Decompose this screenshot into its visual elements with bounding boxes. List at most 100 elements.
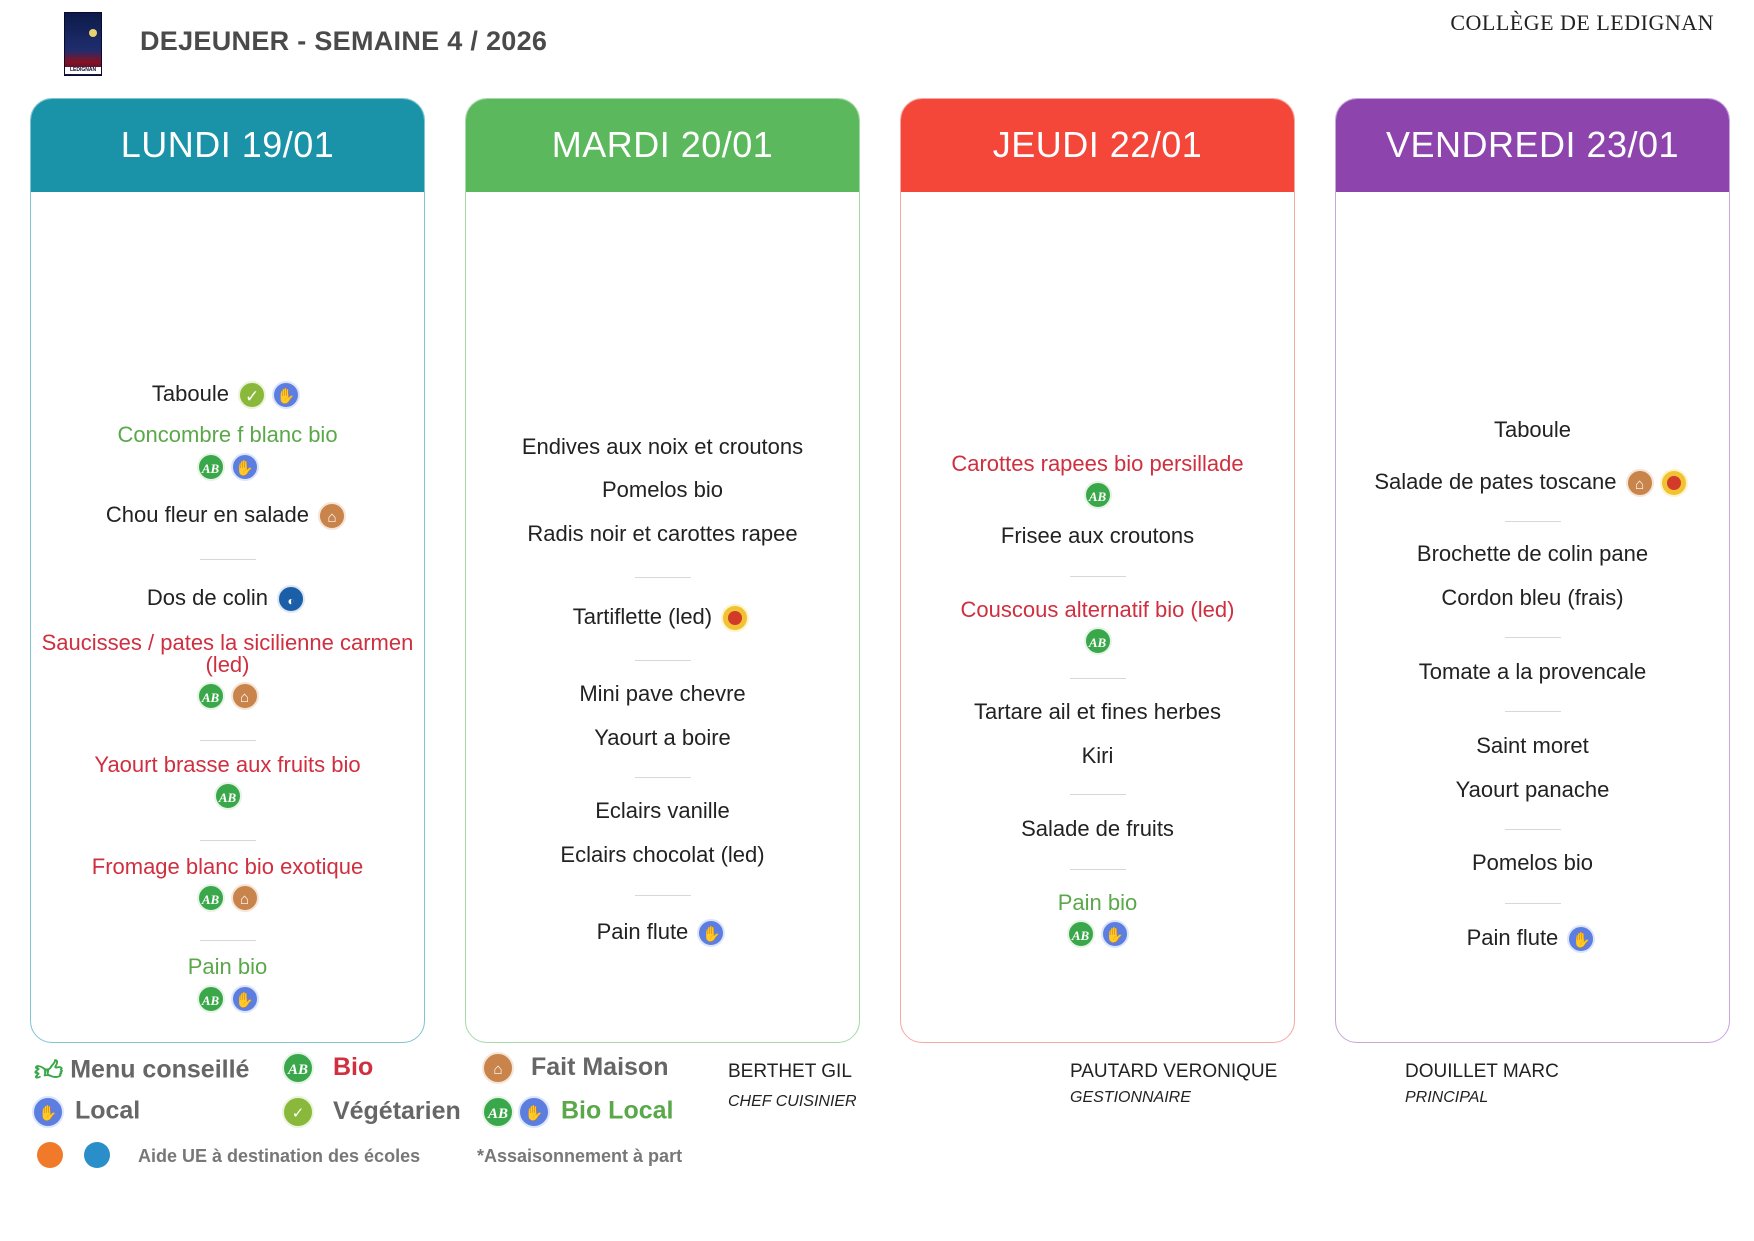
label-icons: AB⌂ bbox=[31, 884, 424, 914]
handshake-local-icon: ✋ bbox=[230, 453, 259, 481]
ab-bio-icon: AB bbox=[1083, 481, 1112, 509]
signature-role: PRINCIPAL bbox=[1405, 1089, 1489, 1106]
menu-item: Yaourt brasse aux fruits bio bbox=[94, 752, 361, 777]
thumbs-up-icon: 👍︎ bbox=[34, 1055, 64, 1086]
menu-item: Kiri bbox=[1081, 743, 1114, 768]
label-icons: AB✋ bbox=[31, 453, 424, 483]
day-card-vendredi: VENDREDI 23/01 Taboule Salade de pates t… bbox=[1335, 98, 1730, 1043]
menu-item: Yaourt a boire bbox=[594, 725, 731, 750]
signature-role: GESTIONNAIRE bbox=[1070, 1089, 1191, 1106]
separator bbox=[1069, 794, 1126, 795]
leaf-icon: ✓ bbox=[238, 381, 267, 409]
menu-item: Saucisses / pates la sicilienne carmen bbox=[41, 630, 414, 655]
menu-item: Pain flute ✋ bbox=[476, 919, 849, 947]
label-icons: AB bbox=[31, 782, 424, 812]
separator bbox=[1069, 576, 1126, 577]
menu-item: Couscous alternatif bio (led) bbox=[960, 597, 1235, 622]
handshake-local-icon: ✋ bbox=[1567, 925, 1596, 953]
house-icon: ⌂ bbox=[318, 502, 347, 530]
handshake-local-icon: ✋ bbox=[32, 1096, 64, 1128]
menu-item: Salade de fruits bbox=[1021, 816, 1174, 841]
menu-item: Pomelos bio bbox=[601, 477, 724, 502]
legend-local: ✋ Local bbox=[32, 1096, 140, 1128]
ab-bio-icon: AB bbox=[196, 884, 225, 912]
ab-bio-icon: AB bbox=[282, 1052, 314, 1084]
label-icons: AB bbox=[901, 627, 1294, 657]
day-card-lundi: LUNDI 19/01 Taboule ✓✋ Concombre f blanc… bbox=[30, 98, 425, 1043]
signature-name: DOUILLET MARC bbox=[1405, 1061, 1559, 1082]
ab-bio-icon: AB bbox=[213, 782, 242, 810]
menu-item: Cordon bleu (frais) bbox=[1441, 585, 1624, 610]
handshake-local-icon: ✋ bbox=[1100, 920, 1129, 948]
day-header: VENDREDI 23/01 bbox=[1336, 99, 1729, 192]
menu-item: Tartiflette (led) bbox=[476, 604, 849, 632]
separator bbox=[634, 777, 691, 778]
logo-moon bbox=[89, 29, 97, 37]
menu-item: Saint moret bbox=[1476, 733, 1589, 758]
house-icon: ⌂ bbox=[230, 884, 259, 912]
ab-bio-icon: AB bbox=[482, 1096, 514, 1128]
house-icon: ⌂ bbox=[230, 682, 259, 710]
menu-item: Taboule bbox=[1493, 417, 1572, 442]
ab-bio-icon: AB bbox=[196, 453, 225, 481]
label-icons: AB bbox=[901, 481, 1294, 511]
label-icons: AB⌂ bbox=[31, 682, 424, 712]
separator bbox=[199, 740, 256, 741]
ab-bio-icon: AB bbox=[196, 682, 225, 710]
separator bbox=[199, 559, 256, 560]
separator bbox=[1069, 869, 1126, 870]
aide-ue-note: Aide UE à destination des écoles bbox=[138, 1146, 421, 1166]
aop-label-icon bbox=[1659, 469, 1688, 497]
separator bbox=[634, 577, 691, 578]
menu-item: Pain bio bbox=[1057, 890, 1138, 915]
menu-item: Carottes rapees bio persillade bbox=[951, 451, 1244, 476]
label-icons: AB✋ bbox=[901, 920, 1294, 950]
ab-bio-icon: AB bbox=[196, 985, 225, 1013]
house-icon: ⌂ bbox=[482, 1052, 514, 1084]
signature-name: BERTHET GIL bbox=[728, 1061, 852, 1082]
menu-item: Eclairs chocolat (led) bbox=[560, 842, 765, 867]
day-card-mardi: MARDI 20/01 Endives aux noix et croutons… bbox=[465, 98, 860, 1043]
day-header: LUNDI 19/01 bbox=[31, 99, 424, 192]
legend-bio-local: AB✋ Bio Local bbox=[482, 1096, 673, 1128]
menu-item: Pain flute ✋ bbox=[1346, 925, 1719, 953]
signature-name: PAUTARD VERONIQUE bbox=[1070, 1061, 1278, 1082]
legend-bio: AB Bio bbox=[282, 1052, 373, 1084]
legend-menu-conseille: 👍︎ Menu conseillé bbox=[34, 1055, 250, 1086]
separator bbox=[1504, 903, 1561, 904]
menu-item: Eclairs vanille bbox=[595, 798, 730, 823]
label-icons: AB✋ bbox=[31, 985, 424, 1015]
page-title: DEJEUNER - SEMAINE 4 / 2026 bbox=[140, 26, 548, 56]
eu-fruit-icon bbox=[37, 1142, 63, 1168]
signature-role: CHEF CUISINIER bbox=[728, 1093, 857, 1110]
legend-fait-maison: ⌂ Fait Maison bbox=[482, 1052, 668, 1084]
menu-item: Chou fleur en salade ⌂ bbox=[41, 502, 414, 530]
separator bbox=[1069, 678, 1126, 679]
menu-item: Pain bio bbox=[187, 954, 268, 979]
school-name: COLLÈGE DE LEDIGNAN bbox=[1450, 10, 1714, 35]
menu-item: Brochette de colin pane bbox=[1416, 541, 1649, 566]
menu-item: Pomelos bio bbox=[1471, 850, 1594, 875]
menu-item: Tomate a la provencale bbox=[1418, 659, 1647, 684]
separator bbox=[199, 840, 256, 841]
day-header: MARDI 20/01 bbox=[466, 99, 859, 192]
separator bbox=[634, 660, 691, 661]
separator bbox=[1504, 829, 1561, 830]
handshake-local-icon: ✋ bbox=[230, 985, 259, 1013]
day-card-jeudi: JEUDI 22/01 Carottes rapees bio persilla… bbox=[900, 98, 1295, 1043]
menu-item: Endives aux noix et croutons bbox=[521, 434, 804, 459]
aop-label-icon bbox=[721, 604, 750, 632]
menu-item: Tartare ail et fines herbes bbox=[973, 699, 1222, 724]
legend-vegetarien: ✓ Végétarien bbox=[282, 1096, 461, 1128]
separator bbox=[1504, 711, 1561, 712]
menu-item-continued: (led) bbox=[205, 652, 250, 677]
assaisonnement-note: *Assaisonnement à part bbox=[477, 1146, 683, 1166]
ab-bio-icon: AB bbox=[1083, 627, 1112, 655]
menu-item: Fromage blanc bio exotique bbox=[91, 854, 364, 879]
separator bbox=[1504, 521, 1561, 522]
msc-fish-icon: ◐ bbox=[277, 585, 306, 613]
menu-item: Dos de colin ◐ bbox=[41, 585, 414, 613]
separator bbox=[634, 895, 691, 896]
house-icon: ⌂ bbox=[1625, 469, 1654, 497]
menu-item: Yaourt panache bbox=[1455, 777, 1610, 802]
